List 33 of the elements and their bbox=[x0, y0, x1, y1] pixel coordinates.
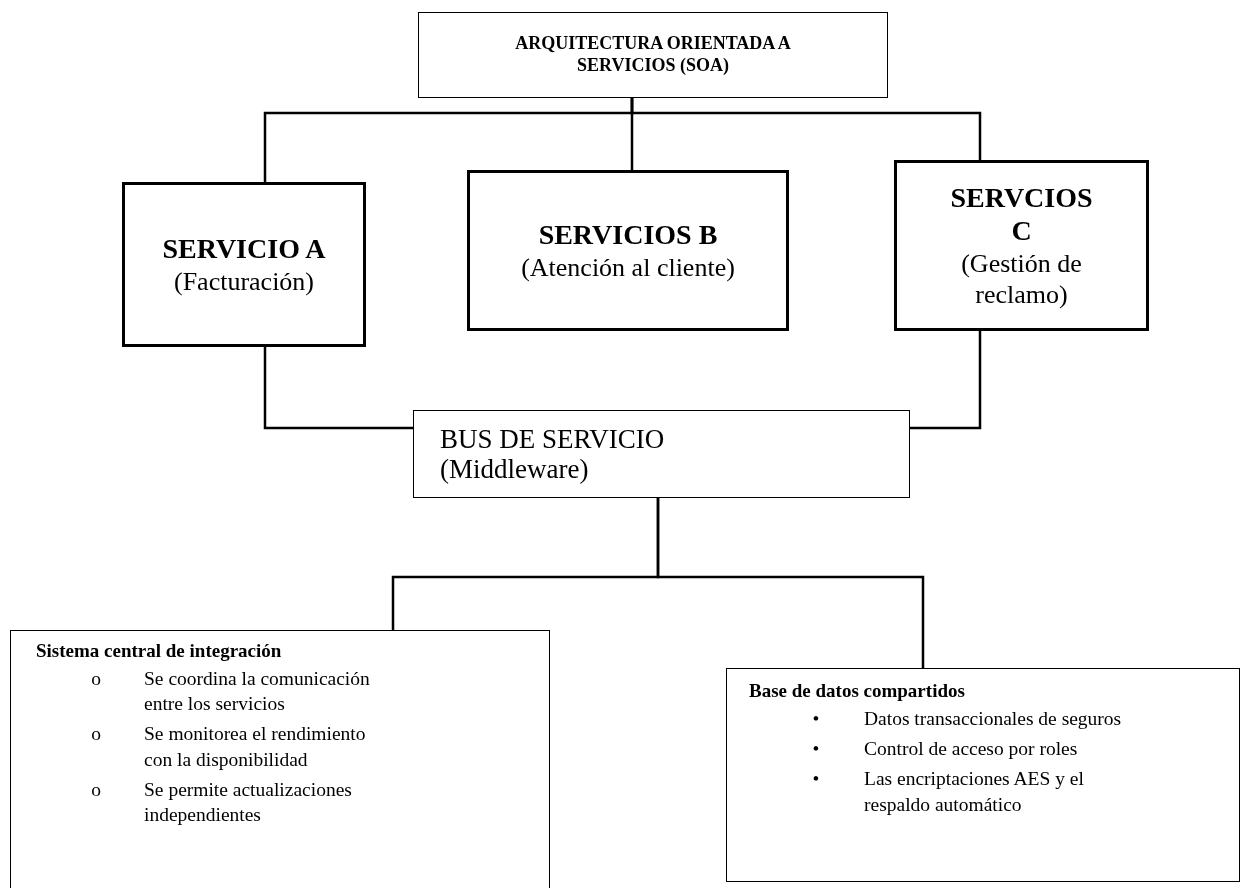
bullet-item: Se monitorea el rendimiento con la disponibilidad bbox=[144, 722, 367, 772]
bullet-marker: o bbox=[90, 722, 102, 747]
service-name: SERVICIOS B bbox=[538, 218, 718, 252]
bullet-item: Se permite actualizaciones independientes bbox=[144, 778, 353, 828]
bullet-item: Se coordina la comunicación entre los servicios bbox=[144, 666, 371, 717]
bullet-item: Las encriptaciones AES y el respaldo automático bbox=[864, 767, 1085, 817]
title-box bbox=[418, 12, 888, 98]
bullet-marker: • bbox=[811, 737, 821, 762]
bus-label: BUS DE SERVICIO (Middleware) bbox=[439, 423, 666, 485]
info-box bbox=[726, 668, 1240, 882]
bullet-marker: o bbox=[90, 666, 102, 691]
service-description: (Gestión de reclamo) bbox=[960, 247, 1083, 311]
bullet-item: Datos transaccionales de seguros bbox=[864, 706, 1123, 731]
connector-line bbox=[630, 98, 982, 160]
connector-line bbox=[656, 498, 925, 668]
box-heading: Base de datos compartidos bbox=[749, 679, 966, 703]
service-description: (Atención al cliente) bbox=[521, 251, 735, 283]
bullet-item: Control de acceso por roles bbox=[864, 737, 1079, 762]
box-heading: Sistema central de integración bbox=[36, 639, 283, 663]
service-box bbox=[894, 160, 1149, 331]
service-name: SERVICIO A bbox=[162, 232, 326, 266]
service-name: SERVCIOS C bbox=[949, 180, 1094, 248]
connector-line bbox=[910, 331, 982, 430]
title-text: ARQUITECTURA ORIENTADA A SERVICIOS (SOA) bbox=[514, 33, 792, 77]
bullet-marker: • bbox=[811, 706, 821, 731]
service-box bbox=[467, 170, 789, 331]
bus-box bbox=[413, 410, 910, 498]
bullet-marker: o bbox=[90, 778, 102, 803]
bullet-marker: • bbox=[811, 767, 821, 792]
info-box bbox=[10, 630, 550, 888]
service-description: (Facturación) bbox=[173, 265, 314, 297]
connector-line bbox=[263, 347, 413, 430]
service-box bbox=[122, 182, 366, 347]
